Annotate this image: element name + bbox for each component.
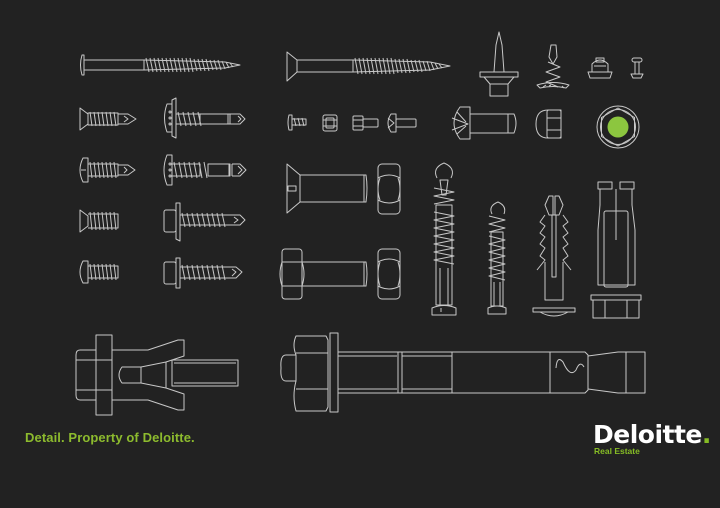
frame-anchor-large-icon	[431, 162, 457, 316]
frame-anchor-small-icon	[487, 201, 507, 315]
hex-nut-small-icon	[322, 114, 338, 132]
pan-head-bolt-icon	[451, 106, 517, 140]
hex-washer-self-drilling-screw-icon	[163, 202, 246, 242]
sleeve-anchor-icon	[590, 181, 642, 319]
socket-cap-screw-icon	[352, 115, 379, 131]
drywall-anchor-icon	[536, 44, 570, 89]
pan-head-self-drilling-screw-icon	[79, 157, 136, 183]
hex-flange-self-drilling-screw-icon	[163, 257, 243, 289]
pan-head-tapping-screw-icon	[79, 260, 119, 284]
acorn-cap-nut-icon	[535, 109, 562, 139]
countersunk-self-drilling-screw-icon	[79, 107, 137, 131]
long-countersunk-wood-screw-icon	[286, 51, 451, 82]
countersunk-tapping-screw-icon	[79, 209, 119, 233]
caption-text: Detail. Property of Deloitte.	[25, 430, 195, 445]
long-wafer-self-drilling-screw-icon	[163, 154, 247, 186]
rivet-cap-icon	[587, 57, 613, 79]
countersunk-machine-screw-icon	[286, 163, 368, 214]
brand-subtitle: Real Estate	[594, 446, 640, 456]
hex-nut-green-center-icon	[596, 105, 640, 149]
hex-bolt-icon	[279, 248, 368, 300]
small-rivet-icon	[630, 57, 644, 79]
deloitte-logo: Deloitte. Real Estate	[593, 420, 711, 456]
wedge-anchor-long-icon	[280, 332, 646, 413]
hex-nut-icon	[377, 163, 401, 215]
small-wafer-screw-icon	[287, 114, 307, 131]
nylon-wall-plug-icon	[532, 195, 576, 317]
hex-nut-2-icon	[377, 248, 401, 300]
pan-head-machine-screw-small-icon	[387, 113, 417, 133]
wedge-anchor-short-icon	[75, 334, 239, 416]
long-pan-head-wood-screw-icon	[80, 54, 241, 76]
wafer-head-self-drilling-screw-icon	[164, 97, 246, 139]
push-rivet-icon	[479, 31, 519, 97]
brand-name: Deloitte	[593, 420, 702, 449]
brand-dot: .	[701, 420, 712, 449]
